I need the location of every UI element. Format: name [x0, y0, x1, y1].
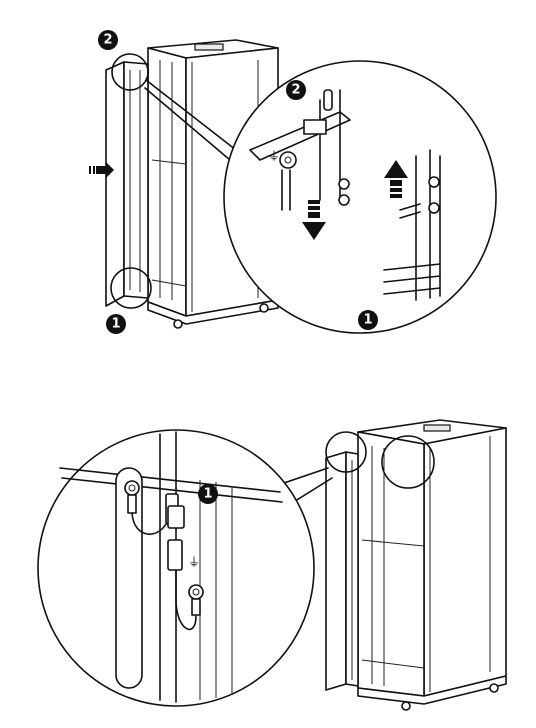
callout-badge-detail-bottom: 1 — [358, 310, 378, 330]
svg-text:1: 1 — [203, 487, 212, 502]
detail-zoom-bottom: ⏚ — [38, 430, 314, 706]
svg-text:1: 1 — [363, 313, 372, 328]
ground-symbol: ⏚ — [188, 555, 200, 569]
callout-badge-door-pin: 2 — [98, 30, 118, 50]
svg-text:2: 2 — [103, 33, 112, 48]
callout-badge-ground-wire: 1 — [198, 484, 218, 504]
svg-text:1: 1 — [111, 317, 120, 332]
callout-badge-detail-pin: 2 — [286, 80, 306, 100]
svg-text:2: 2 — [291, 83, 300, 98]
ground-symbol-top: ⏚ — [268, 149, 280, 163]
callout-badge-bottom-pin: 1 — [106, 314, 126, 334]
detail-zoom-top: ⏚ — [224, 61, 496, 333]
